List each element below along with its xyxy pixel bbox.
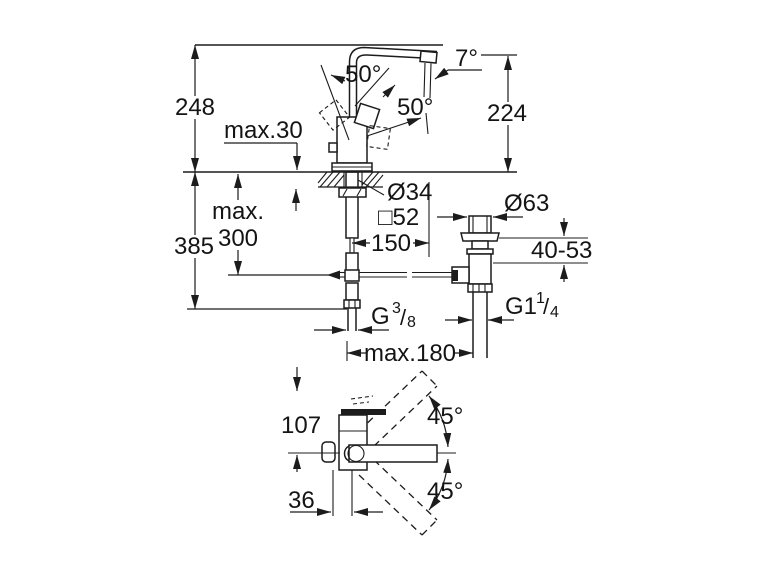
handle-swivel-annotation: 50° 50° [318, 61, 433, 150]
dim-spout-reach: 150 [352, 182, 430, 257]
side-view: 50° 50° 7° 248 max.30 224 [174, 44, 592, 367]
shank-labels: Ø34 □52 [357, 179, 432, 231]
plan-offset-label: 36 [288, 487, 315, 514]
dim-waste-thread: G1 1 / 4 [445, 290, 559, 324]
spout-angle-label: 7° [455, 45, 478, 72]
dim-supply-thread: G 3 / 8 [314, 300, 416, 334]
swing-lower-label: 45° [427, 478, 463, 505]
swivel-lower-label: 50° [397, 94, 433, 121]
dim-total-height: 248 [175, 45, 215, 172]
handle-knob [353, 102, 381, 130]
dim-deck-thickness: max.30 [224, 117, 303, 211]
mounting-shank [338, 171, 367, 331]
total-height-label: 248 [175, 94, 215, 121]
plan-height-label: 107 [281, 412, 321, 439]
swing-upper-label: 45° [427, 403, 463, 430]
dim-below-deck-max: max. 300 [212, 174, 330, 276]
swing-positions [358, 370, 438, 536]
dim-plan-height: 107 [281, 367, 321, 472]
clamping-range-label: 40-53 [531, 237, 592, 264]
dim-clamping-range: 40-53 [493, 218, 592, 282]
waste-thread-numerator: 1 [536, 290, 545, 307]
base-square-label: □52 [378, 204, 419, 231]
pop-up-rod [327, 270, 452, 280]
hole-distance-label: max.180 [364, 340, 456, 367]
waste-flange-label: Ø63 [504, 190, 549, 217]
hose-length-label: 385 [174, 233, 214, 260]
supply-thread-slash: / [400, 305, 407, 330]
dim-hole-distance: max.180 [346, 340, 473, 367]
deck-hatching [317, 171, 384, 188]
waste-thread-denominator: 4 [550, 304, 559, 321]
shank-diameter-label: Ø34 [387, 179, 432, 206]
spout-reach-label: 150 [371, 230, 411, 257]
supply-thread-prefix: G [371, 303, 390, 330]
below-deck-max-label-2: 300 [218, 225, 258, 252]
spout-angle-annotation: 7° [434, 45, 482, 80]
dim-outlet-height: 224 [487, 56, 529, 172]
spout-arm [348, 444, 438, 463]
dim-waste-flange: Ø63 [437, 190, 549, 221]
swing-annotation: 45° 45° [427, 395, 463, 511]
below-deck-max-label-1: max. [212, 198, 264, 225]
waste-thread-prefix: G1 [505, 293, 537, 320]
plan-view: 45° 45° 107 36 [281, 367, 463, 536]
outlet-height-label: 224 [487, 100, 527, 127]
dim-hose-length: 385 [174, 172, 347, 310]
deck-thickness-label: max.30 [224, 117, 303, 144]
faucet-plan-body [288, 395, 456, 516]
spout-outlet [419, 50, 438, 64]
supply-thread-denominator: 8 [407, 314, 416, 331]
dim-plan-offset: 36 [288, 487, 383, 516]
waste-assembly [451, 215, 500, 358]
waste-thread-slash: / [543, 294, 550, 319]
swivel-upper-label: 50° [345, 61, 381, 88]
supply-thread-numerator: 3 [392, 300, 401, 317]
